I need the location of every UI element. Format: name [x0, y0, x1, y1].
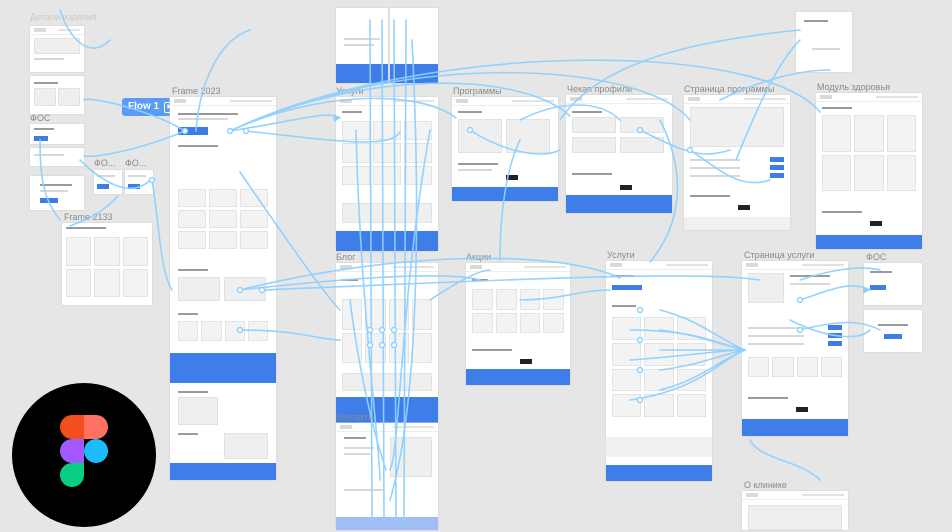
frame-top-strip-1[interactable] [336, 8, 388, 83]
frame-modul-zdorovya[interactable] [816, 93, 922, 249]
frame-label-kontakty: Контакты [336, 412, 375, 422]
frame-fo-a[interactable] [94, 170, 122, 194]
frame-label-fo-a: ФО... [94, 158, 116, 168]
frame-programmy[interactable] [452, 97, 558, 201]
frame-fos-right-2[interactable] [864, 310, 922, 352]
frame-2133[interactable] [62, 223, 152, 305]
frame-label-modul: Модуль здоровья [817, 82, 890, 92]
frame-label-2133: Frame 2133 [64, 212, 113, 222]
frame-label-fos-left: ФОС [30, 113, 51, 123]
frame-uslugi-top[interactable] [336, 97, 438, 251]
frame-stranica-uslugi[interactable] [742, 261, 848, 436]
frame-chekap[interactable] [566, 95, 672, 213]
frame-label-stranica-programmy: Страница программы [684, 84, 775, 94]
frame-small-4[interactable] [30, 148, 84, 166]
frame-kontakty[interactable] [336, 423, 438, 530]
frame-label-chekap: Чекап профили [567, 84, 633, 94]
frame-label-programmy: Программы [453, 86, 502, 96]
frame-fos-right[interactable] [864, 263, 922, 305]
frame-blog[interactable] [336, 263, 438, 423]
frame-fo-b[interactable] [125, 170, 153, 194]
frame-fos-left[interactable] [30, 124, 84, 144]
frame-small-2[interactable] [30, 76, 84, 114]
frame-label-blog: Блог [336, 252, 356, 262]
flow-label: Flow 1 [128, 101, 160, 112]
frame-uslugi-mid[interactable] [606, 261, 712, 481]
frame-label-stranica-uslugi: Страница услуги [744, 250, 815, 260]
figma-logo [12, 383, 156, 527]
frame-small-5[interactable] [30, 176, 84, 210]
frame-label-uslugi-mid: Услуги [607, 250, 635, 260]
frame-top-strip-2[interactable] [390, 8, 438, 83]
figma-logo-icon [60, 415, 108, 487]
frame-label-akcii: Акции [466, 252, 492, 262]
frame-top-right-small[interactable] [796, 12, 852, 72]
frame-2023[interactable] [170, 97, 276, 480]
frame-details[interactable] [30, 26, 84, 72]
frame-label-uslugi-top: Услуги [336, 86, 364, 96]
frame-label-fo-b: ФО... [125, 158, 147, 168]
frame-label-o-klinike: О клинике [744, 480, 787, 490]
frame-o-klinike[interactable] [742, 491, 848, 530]
frame-stranica-programmy[interactable] [684, 95, 790, 230]
frame-akcii[interactable] [466, 263, 570, 385]
frame-label-details: Детали изделия [30, 12, 97, 22]
frame-label-fos-right: ФОС [866, 252, 887, 262]
frame-label-2023: Frame 2023 [172, 86, 221, 96]
